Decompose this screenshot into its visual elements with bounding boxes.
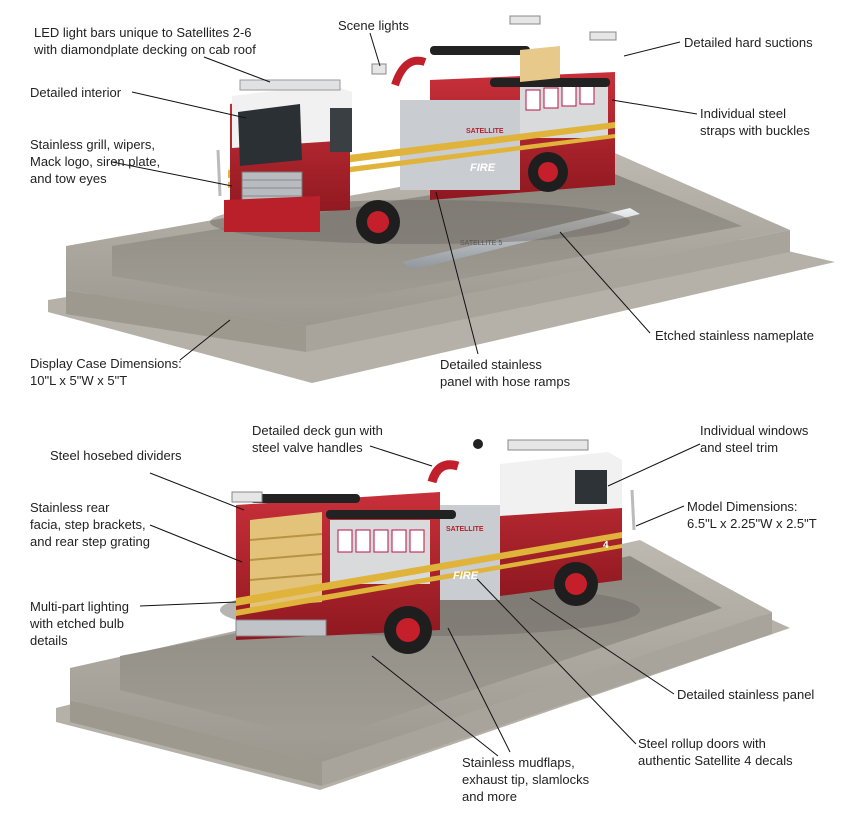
callout-case-dimensions: Display Case Dimensions: 10"L x 5"W x 5"… <box>30 355 182 389</box>
callout-line: authentic Satellite 4 decals <box>638 753 793 768</box>
callout-line: details <box>30 633 68 648</box>
callout-line: and steel trim <box>700 440 779 455</box>
callout-line: Scene lights <box>338 18 409 33</box>
callout-line: with etched bulb <box>30 616 124 631</box>
callout-line: Model Dimensions: <box>687 499 798 514</box>
callout-line: Stainless mudflaps, <box>462 755 575 770</box>
callout-hose-ramps-panel: Detailed stainless panel with hose ramps <box>440 356 570 390</box>
callout-line: Display Case Dimensions: <box>30 356 182 371</box>
callout-rollup-doors: Steel rollup doors with authentic Satell… <box>638 735 793 769</box>
callout-line: facia, step brackets, <box>30 517 146 532</box>
callout-line: and rear step grating <box>30 534 150 549</box>
callout-model-dimensions: Model Dimensions: 6.5"L x 2.25"W x 2.5"T <box>687 498 817 532</box>
callout-line: 10"L x 5"W x 5"T <box>30 373 128 388</box>
callout-line: straps with buckles <box>700 123 810 138</box>
callout-stainless-panel: Detailed stainless panel <box>677 686 814 703</box>
callout-line: panel with hose ramps <box>440 374 571 389</box>
callout-line: Detailed interior <box>30 85 122 100</box>
truck-top-badge: SATELLITE <box>466 128 504 135</box>
callout-mudflaps: Stainless mudflaps, exhaust tip, slamloc… <box>462 754 589 805</box>
callout-line: and more <box>462 789 517 804</box>
callout-multipart-lighting: Multi-part lighting with etched bulb det… <box>30 598 129 649</box>
callout-line: and tow eyes <box>30 171 107 186</box>
callout-line: LED light bars unique to Satellites 2-6 <box>34 25 252 40</box>
callout-line: Multi-part lighting <box>30 599 129 614</box>
callout-stainless-grill: Stainless grill, wipers, Mack logo, sire… <box>30 136 160 187</box>
truck-bottom-badge: SATELLITE <box>446 526 484 533</box>
callout-line: 6.5"L x 2.25"W x 2.5"T <box>687 516 817 531</box>
callout-line: Individual windows <box>700 423 809 438</box>
callout-line: steel valve handles <box>252 440 363 455</box>
callout-line: Mack logo, siren plate, <box>30 154 161 169</box>
truck-bottom-fire-text: FIRE <box>453 570 479 582</box>
callout-windows-trim: Individual windows and steel trim <box>700 422 808 456</box>
callout-line: Stainless rear <box>30 500 110 515</box>
callout-line: Detailed hard suctions <box>684 35 813 50</box>
callout-led-lightbars: LED light bars unique to Satellites 2-6 … <box>34 24 256 58</box>
callout-deck-gun: Detailed deck gun with steel valve handl… <box>252 422 383 456</box>
leader-lines-bottom <box>139 443 701 757</box>
fire-truck-top <box>210 15 630 244</box>
callout-line: Detailed deck gun with <box>252 423 383 438</box>
truck-bottom-unit-number: 4 <box>603 540 609 551</box>
callout-line: with diamondplate decking on cab roof <box>34 42 256 57</box>
fire-truck-bottom <box>220 439 640 654</box>
truck-top-unit-number: 5 <box>361 179 367 189</box>
callout-line: Steel hosebed dividers <box>50 448 182 463</box>
callout-line: Detailed stainless <box>440 357 542 372</box>
callout-line: Stainless grill, wipers, <box>30 137 155 152</box>
callout-etched-nameplate: Etched stainless nameplate <box>655 327 814 344</box>
truck-top-fire-text: FIRE <box>470 162 496 174</box>
nameplate-text: SATELLITE 5 <box>460 240 503 247</box>
callout-detailed-interior: Detailed interior <box>30 84 121 101</box>
leader-lines-top <box>111 32 698 361</box>
callout-line: Steel rollup doors with <box>638 736 766 751</box>
callout-hosebed-dividers: Steel hosebed dividers <box>50 447 182 464</box>
callout-line: Detailed stainless panel <box>677 687 815 702</box>
callout-hard-suctions: Detailed hard suctions <box>684 34 813 51</box>
callout-line: Individual steel <box>700 106 786 121</box>
callout-line: Etched stainless nameplate <box>655 328 814 343</box>
callout-steel-straps: Individual steel straps with buckles <box>700 105 810 139</box>
callout-rear-facia: Stainless rear facia, step brackets, and… <box>30 499 150 550</box>
callout-scene-lights: Scene lights <box>338 17 409 34</box>
callout-line: exhaust tip, slamlocks <box>462 772 590 787</box>
